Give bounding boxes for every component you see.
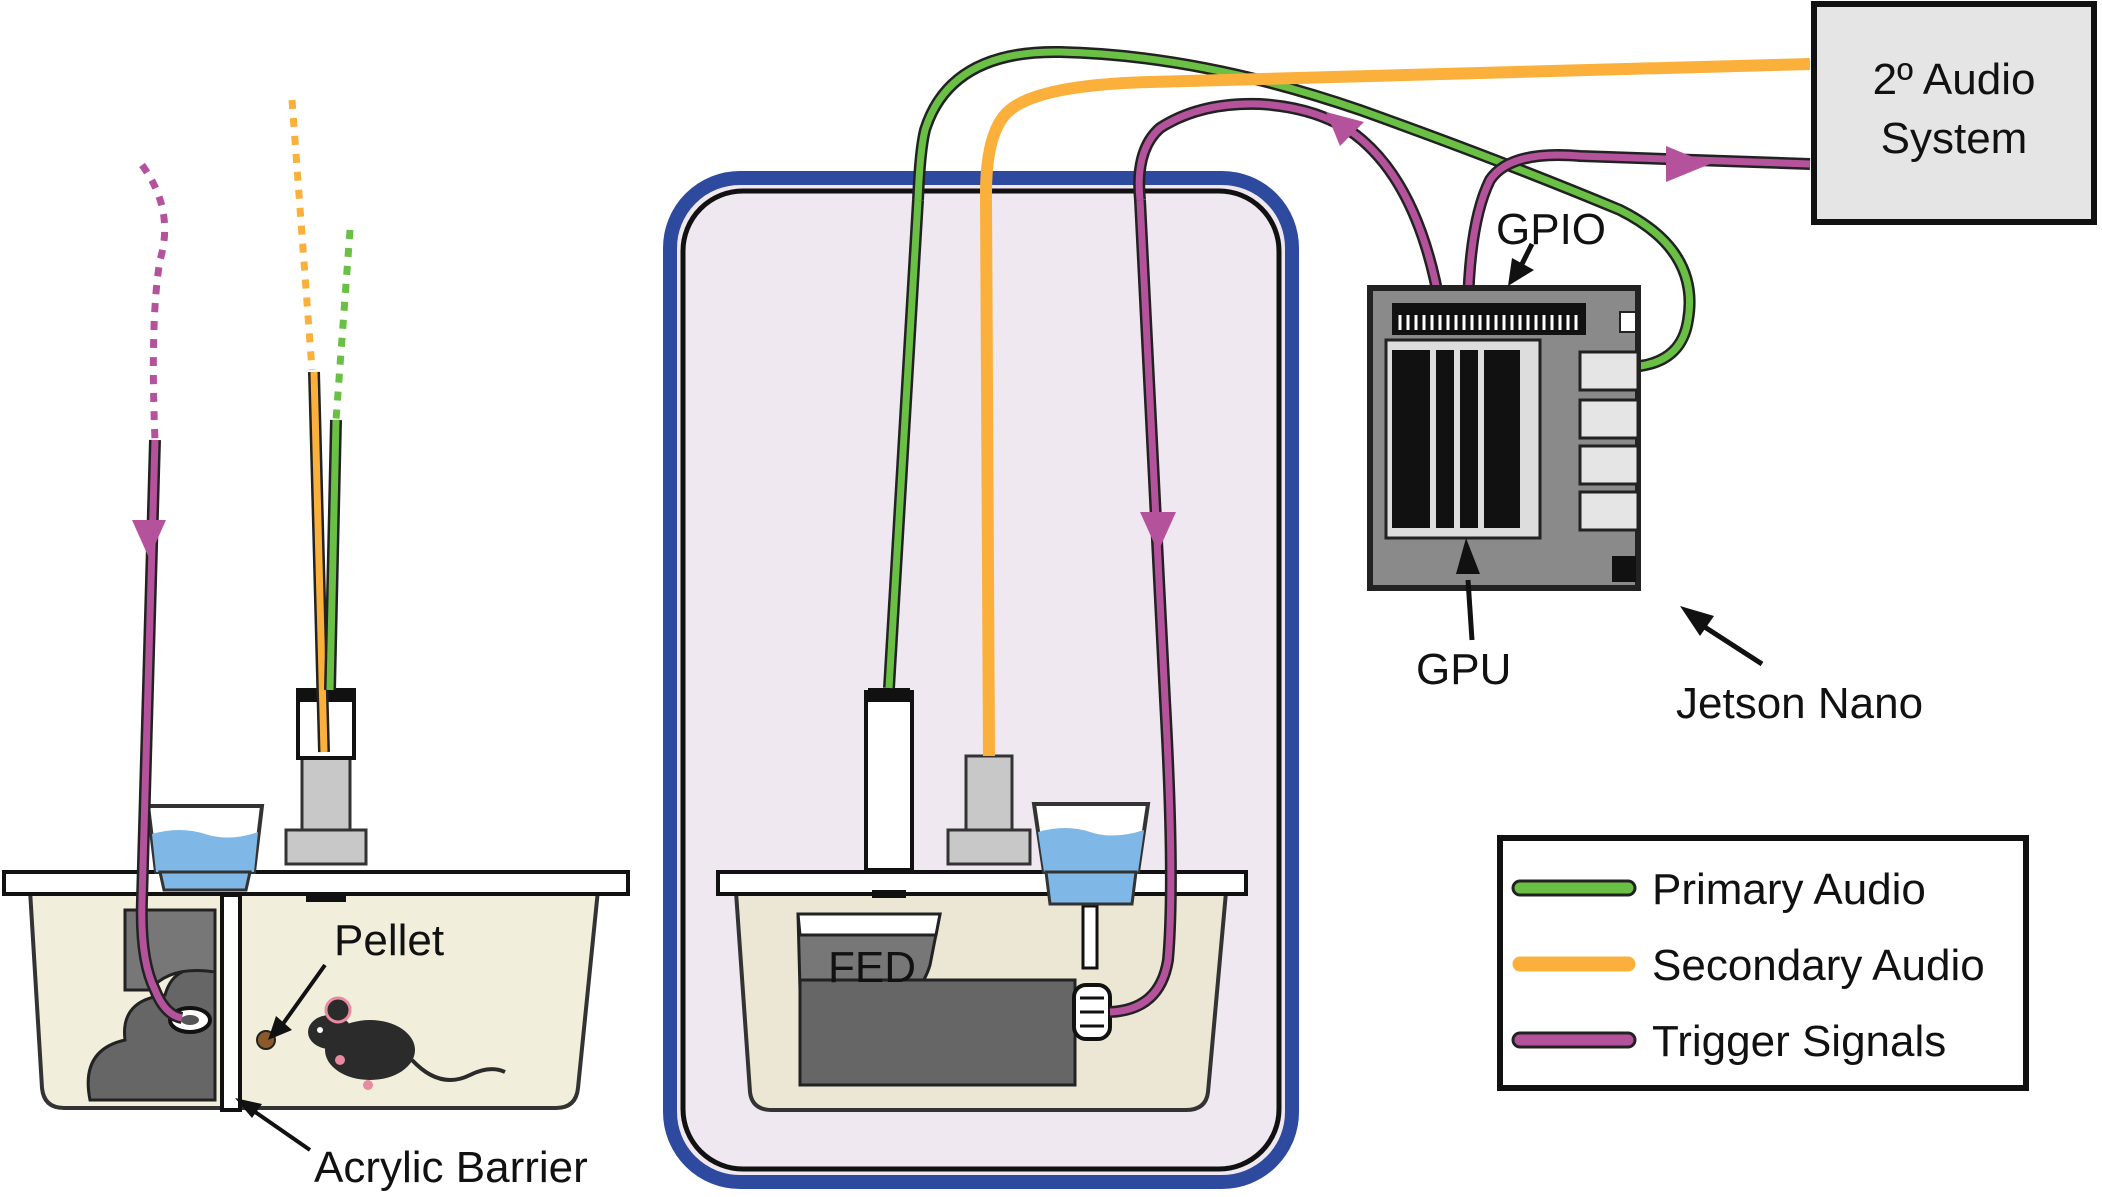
jetson-nano-label: Jetson Nano bbox=[1676, 679, 1923, 728]
legend-item: Primary Audio bbox=[1511, 865, 1926, 914]
left-secondary-cable bbox=[310, 371, 328, 753]
center-primary-speaker-icon bbox=[864, 688, 914, 898]
mouse-icon bbox=[308, 996, 506, 1090]
left-trigger-dotted bbox=[139, 162, 169, 441]
gpu-label: GPU bbox=[1416, 645, 1511, 694]
legend: Primary Audio Secondary Audio Trigger Si… bbox=[1497, 835, 2029, 1091]
center-speaker-icon bbox=[946, 754, 1032, 866]
secondary-audio-system: 2º Audio System bbox=[1811, 1, 2097, 225]
jetson-nano: GPIO GPU Jetson Nano bbox=[1367, 205, 1923, 728]
routing-cables bbox=[912, 45, 1811, 372]
center-arrow-icon bbox=[1140, 512, 1176, 552]
board-ports bbox=[1578, 350, 1640, 532]
left-primary-cable bbox=[326, 419, 340, 691]
gpu-pointer-icon bbox=[1456, 538, 1480, 574]
center-primary-cable bbox=[885, 199, 922, 689]
audio-arrow-icon bbox=[1666, 146, 1710, 182]
primary-audio-route bbox=[914, 48, 1694, 370]
legend-item: Trigger Signals bbox=[1511, 1017, 1946, 1066]
center-secondary-cable bbox=[980, 199, 995, 757]
fed-device: FED bbox=[796, 912, 1077, 1087]
gpio-label: GPIO bbox=[1496, 205, 1606, 254]
gpio-pointer-icon bbox=[1508, 258, 1534, 286]
trigger-route-chamber bbox=[1135, 100, 1444, 307]
audio-system-label-line1: 2º Audio bbox=[1873, 55, 2036, 104]
center-microphone-icon bbox=[1072, 983, 1112, 1041]
left-cage: Pellet Acrylic Barrier bbox=[2, 99, 630, 1192]
left-cage-lid bbox=[2, 870, 630, 896]
sound-chamber: FED bbox=[663, 171, 1299, 1189]
legend-label: Trigger Signals bbox=[1652, 1017, 1946, 1066]
left-secondary-dotted bbox=[288, 99, 316, 371]
arrow-icon bbox=[132, 520, 166, 558]
audio-system-label-line2: System bbox=[1881, 114, 2028, 163]
center-trigger-cable bbox=[1109, 199, 1175, 1016]
legend-item: Secondary Audio bbox=[1512, 941, 1985, 990]
left-primary-dotted bbox=[332, 229, 354, 421]
trigger-route-audio bbox=[1464, 151, 1811, 307]
acrylic-barrier-label: Acrylic Barrier bbox=[314, 1143, 588, 1192]
water-bottle-icon bbox=[145, 804, 265, 892]
center-water-bottle-icon bbox=[1031, 802, 1151, 906]
gpio-pins bbox=[1398, 315, 1578, 330]
fed-label: FED bbox=[828, 943, 916, 992]
acrylic-barrier bbox=[220, 893, 242, 1112]
legend-label: Primary Audio bbox=[1652, 865, 1926, 914]
legend-label: Secondary Audio bbox=[1652, 941, 1985, 990]
gpio-arrow-icon bbox=[1326, 112, 1364, 146]
audio-system-box bbox=[1811, 1, 2097, 225]
secondary-audio-route bbox=[979, 58, 1811, 201]
pellet-label: Pellet bbox=[334, 916, 444, 965]
jetson-pointer-icon bbox=[1680, 606, 1714, 636]
